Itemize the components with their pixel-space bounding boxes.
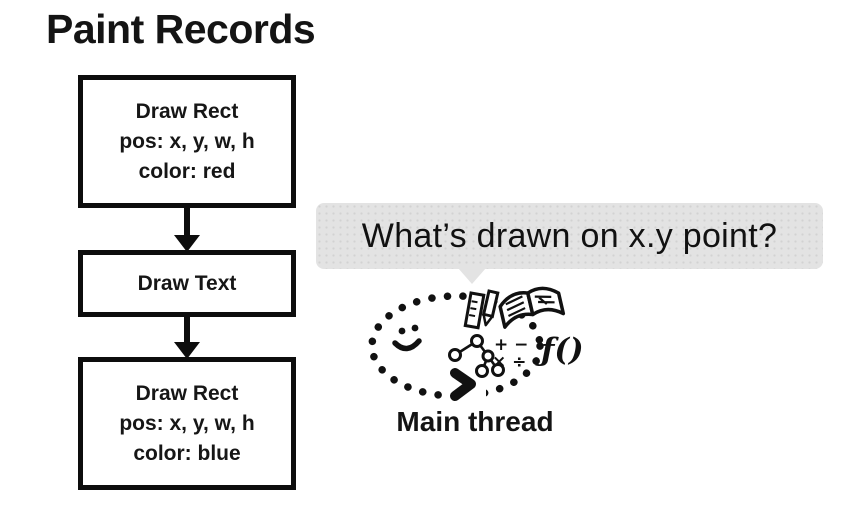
arrow-head <box>174 235 200 252</box>
record-line: pos: x, y, w, h <box>119 411 255 435</box>
bubble-tail <box>458 268 486 284</box>
direction-arrow-icon <box>450 368 476 401</box>
function-icon: ƒ() <box>535 332 584 368</box>
tree-diagram-icon <box>448 334 505 378</box>
record-line: color: blue <box>133 441 241 465</box>
svg-text:+ −: + − <box>494 335 528 355</box>
smiley-face-icon <box>392 324 422 352</box>
flow-arrow-down-icon <box>174 206 200 252</box>
record-line: pos: x, y, w, h <box>119 129 255 153</box>
paint-record-box-draw-text: Draw Text <box>78 250 296 317</box>
page-title: Paint Records <box>46 6 316 52</box>
arrow-head <box>174 342 200 359</box>
flow-arrow-down-icon <box>174 315 200 359</box>
question-bubble: What’s drawn on x.y point? <box>316 203 823 269</box>
main-thread-label: Main thread <box>396 406 554 437</box>
arrow-stem <box>184 315 190 344</box>
main-thread-doodle: + − × ÷ ƒ() <box>368 286 584 404</box>
math-symbols-icon: + − × ÷ <box>492 335 528 372</box>
record-line: Draw Text <box>137 271 237 295</box>
record-line: Draw Rect <box>135 99 239 123</box>
pencil-icon <box>481 289 500 327</box>
record-line: color: red <box>138 159 236 183</box>
arrow-stem <box>184 206 190 237</box>
svg-text:× ÷: × ÷ <box>492 352 526 372</box>
open-book-icon <box>498 286 566 329</box>
paint-record-box-draw-rect-red: Draw Rect pos: x, y, w, h color: red <box>78 75 296 208</box>
ruler-icon <box>463 291 486 330</box>
record-line: Draw Rect <box>135 381 239 405</box>
paint-record-box-draw-rect-blue: Draw Rect pos: x, y, w, h color: blue <box>78 357 296 490</box>
